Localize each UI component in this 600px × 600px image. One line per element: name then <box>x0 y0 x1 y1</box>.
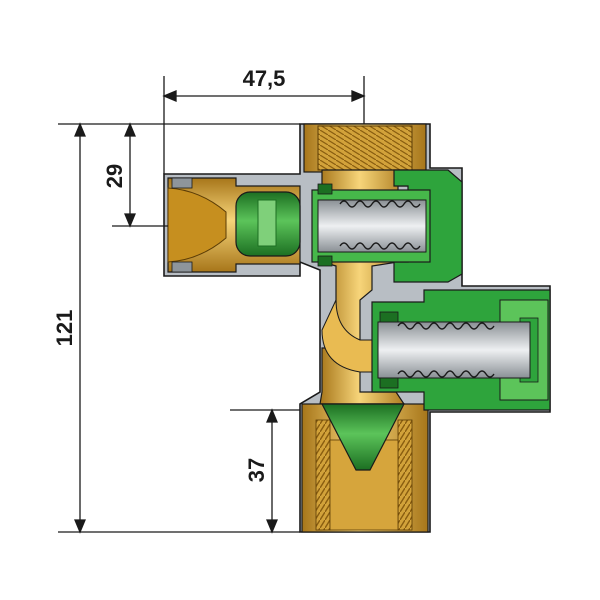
dim-label-total-height: 121 <box>52 310 77 347</box>
lower-spring <box>397 322 495 378</box>
upper-seal-top <box>317 183 333 195</box>
dim-arrow-width-right <box>351 90 366 102</box>
dim-arrow-total-top <box>74 122 86 137</box>
dim-label-bottom-port: 37 <box>244 458 269 482</box>
upper-spring <box>339 200 421 250</box>
lower-cartridge <box>371 289 551 411</box>
upper-seal-bottom <box>317 255 333 267</box>
left-check-stem <box>257 199 277 247</box>
left-port-ring-top <box>171 177 193 189</box>
dim-arrow-side-bottom <box>124 213 136 228</box>
upper-cartridge <box>311 169 463 283</box>
dim-arrow-bottom-top <box>266 408 278 423</box>
lower-seal-bottom <box>379 377 399 389</box>
dim-arrow-width-left <box>162 90 177 102</box>
dim-arrow-total-bottom <box>74 519 86 534</box>
left-port-bore <box>167 187 227 263</box>
left-port-ring-bottom <box>171 261 193 273</box>
lower-piston <box>377 321 531 379</box>
dim-arrow-bottom-bottom <box>266 519 278 534</box>
dimension-lines <box>58 76 366 534</box>
dim-label-side-port: 29 <box>102 164 127 188</box>
dim-arrow-side-top <box>124 122 136 137</box>
bottom-port-thread-right <box>397 419 413 531</box>
elbow-channel <box>321 299 381 373</box>
bottom-check-cone <box>321 403 405 471</box>
dim-label-width: 47,5 <box>243 66 286 91</box>
bottom-port-thread-left <box>315 419 331 531</box>
lower-seal-top <box>379 311 399 323</box>
top-port-thread <box>317 125 413 171</box>
